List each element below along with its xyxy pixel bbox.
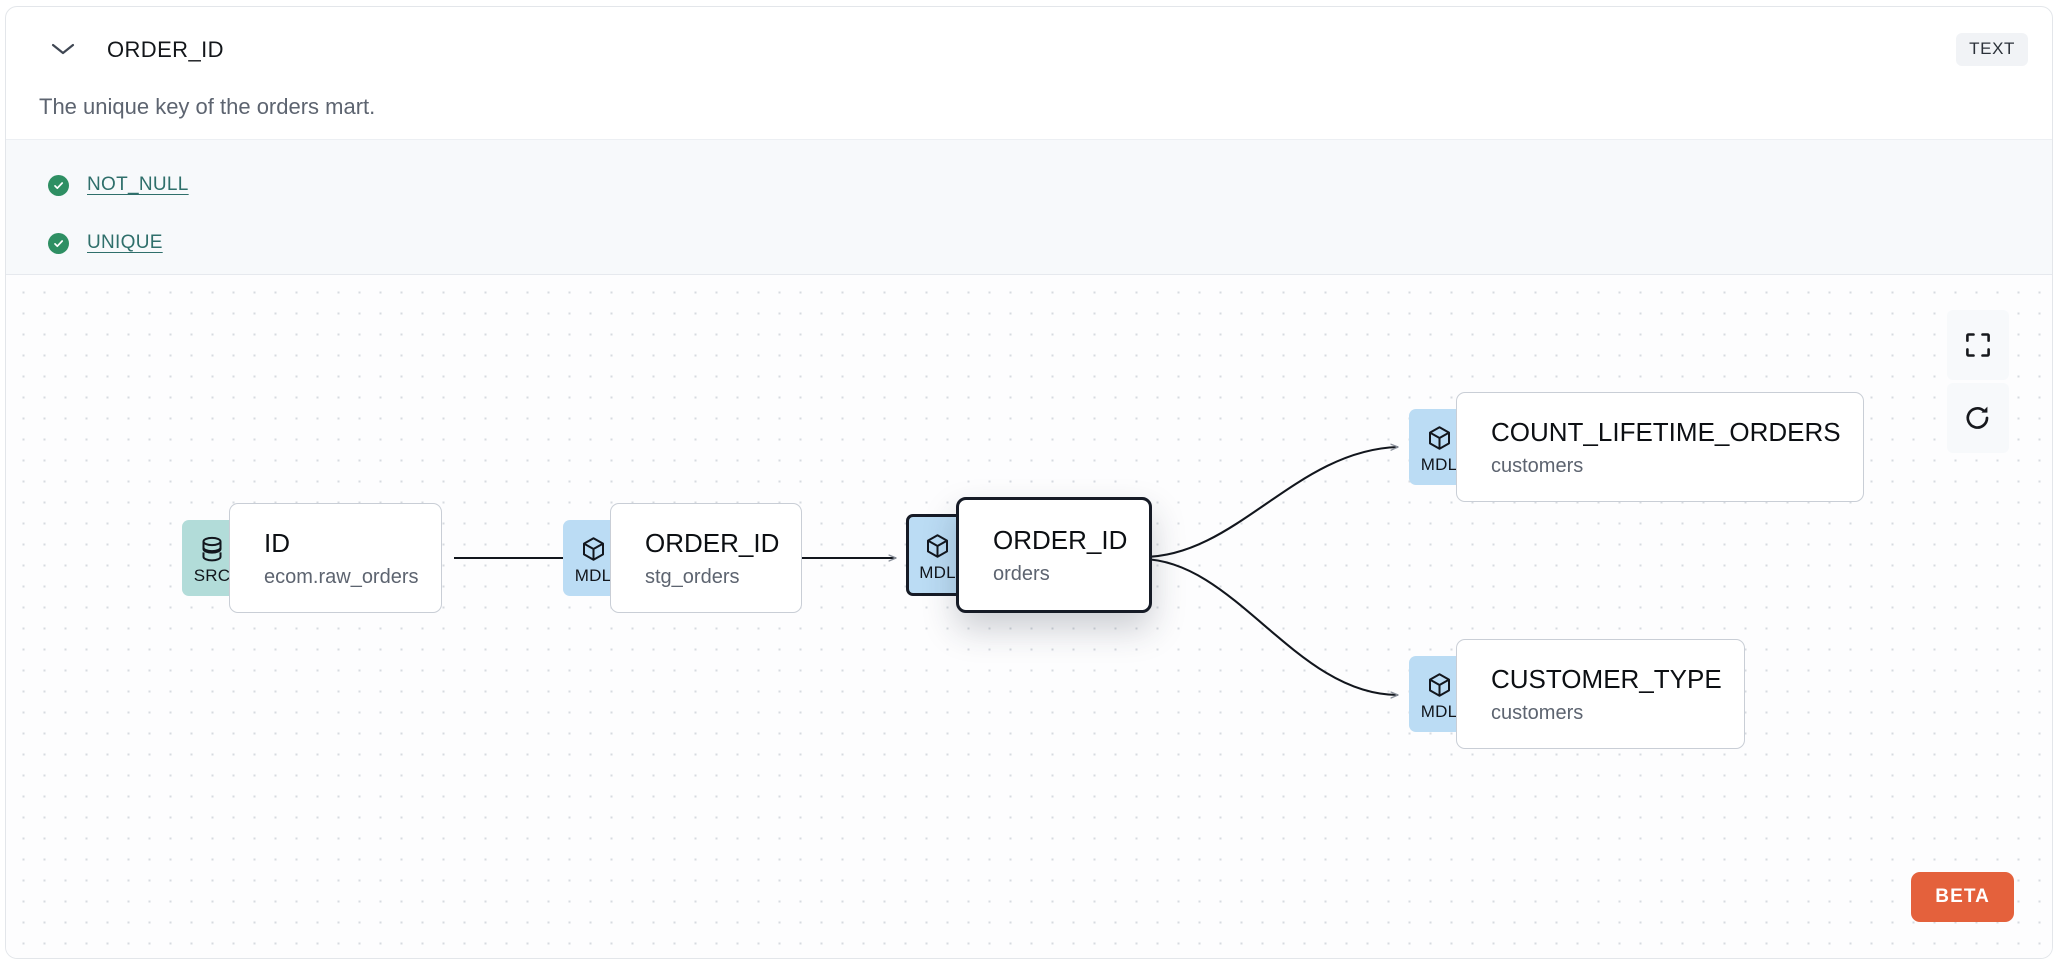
lineage-edge: [1142, 557, 1398, 695]
node-badge-label: MDL: [1420, 701, 1458, 721]
beta-badge[interactable]: BETA: [1911, 872, 2014, 922]
node-subtitle: customers: [1491, 701, 1584, 724]
cube-icon: [580, 535, 607, 565]
lineage-node-orders-order-id[interactable]: MDL ORDER_ID orders: [906, 497, 1153, 613]
node-subtitle: stg_orders: [645, 565, 740, 588]
lineage-node-customer-type[interactable]: MDL CUSTOMER_TYPE customers: [1409, 639, 1745, 749]
node-name: COUNT_LIFETIME_ORDERS: [1491, 416, 1841, 447]
node-badge-label: MDL: [919, 562, 956, 582]
node-card[interactable]: ORDER_ID orders: [956, 497, 1153, 613]
lineage-edge: [1142, 447, 1398, 559]
node-card[interactable]: ID ecom.raw_orders: [229, 503, 442, 613]
node-name: ID: [264, 527, 290, 558]
node-name: ORDER_ID: [993, 524, 1128, 555]
database-icon: [199, 535, 225, 565]
tests-section: NOT_NULL UNIQUE: [6, 139, 2052, 275]
node-badge-label: MDL: [574, 565, 612, 585]
test-link-unique[interactable]: UNIQUE: [87, 232, 163, 253]
node-subtitle: orders: [993, 562, 1050, 585]
node-card[interactable]: ORDER_ID stg_orders: [610, 503, 803, 613]
lineage-edges: [454, 275, 2053, 959]
cube-icon: [924, 532, 951, 562]
test-link-not-null[interactable]: NOT_NULL: [87, 174, 189, 195]
test-row[interactable]: NOT_NULL: [6, 156, 2052, 214]
node-badge-label: SRC: [193, 565, 231, 585]
lineage-node-src-id[interactable]: SRC ID ecom.raw_orders: [182, 503, 442, 613]
column-type-badge: TEXT: [1956, 33, 2028, 66]
node-subtitle: ecom.raw_orders: [264, 565, 419, 588]
node-name: CUSTOMER_TYPE: [1491, 663, 1722, 694]
canvas-controls: [1947, 310, 2009, 453]
node-badge-label: MDL: [1420, 454, 1458, 474]
node-card[interactable]: CUSTOMER_TYPE customers: [1456, 639, 1745, 749]
column-detail-panel: ORDER_ID TEXT The unique key of the orde…: [5, 6, 2053, 959]
lineage-graph-canvas[interactable]: SRC ID ecom.raw_orders: [6, 275, 2053, 959]
column-description: The unique key of the orders mart.: [39, 94, 376, 119]
reset-button[interactable]: [1947, 383, 2009, 453]
node-name: ORDER_ID: [645, 527, 780, 558]
fullscreen-icon: [1964, 331, 1992, 359]
test-row[interactable]: UNIQUE: [6, 214, 2052, 272]
lineage-node-stg-order-id[interactable]: MDL ORDER_ID stg_orders: [563, 503, 803, 613]
panel-header: ORDER_ID TEXT: [6, 7, 2052, 82]
node-subtitle: customers: [1491, 454, 1584, 477]
refresh-icon: [1964, 404, 1992, 432]
page-title: ORDER_ID: [107, 37, 224, 62]
cube-icon: [1426, 671, 1453, 701]
cube-icon: [1426, 424, 1453, 454]
chevron-down-icon[interactable]: [46, 37, 80, 61]
node-card[interactable]: COUNT_LIFETIME_ORDERS customers: [1456, 392, 1864, 502]
lineage-node-count-lifetime-orders[interactable]: MDL COUNT_LIFETIME_ORDERS customers: [1409, 392, 1864, 502]
check-circle-icon: [48, 174, 69, 196]
check-circle-icon: [48, 232, 69, 254]
fit-view-button[interactable]: [1947, 310, 2009, 380]
